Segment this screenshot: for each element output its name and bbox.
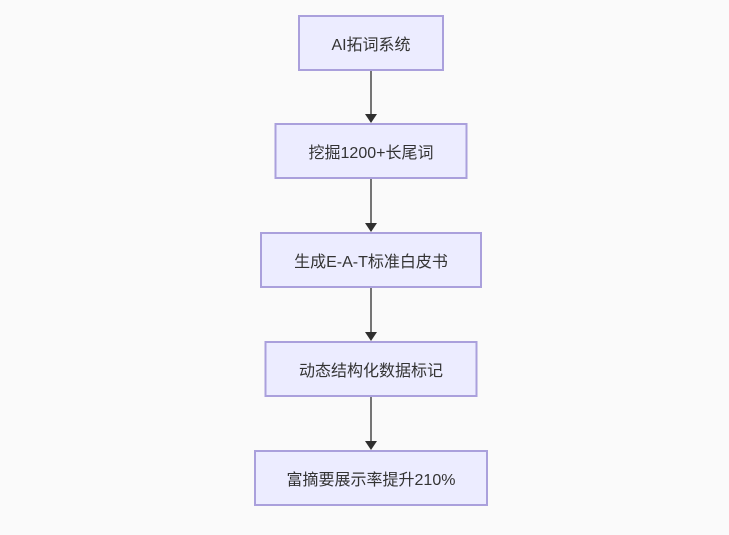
flow-node-longtail-mining: 挖掘1200+长尾词 <box>274 123 468 179</box>
flow-node-label: 富摘要展示率提升210% <box>286 472 456 489</box>
arrow-shaft <box>370 288 372 332</box>
arrow-shaft <box>370 71 372 114</box>
flow-node-structured-data-markup: 动态结构化数据标记 <box>264 341 478 397</box>
flow-node-label: AI拓词系统 <box>331 37 411 54</box>
flow-node-ai-word-expansion: AI拓词系统 <box>298 15 444 71</box>
flow-node-label: 挖掘1200+长尾词 <box>308 145 434 162</box>
flow-arrow-2 <box>364 179 378 232</box>
arrowhead-down-icon <box>365 332 377 341</box>
flow-node-label: 动态结构化数据标记 <box>298 363 443 380</box>
flow-arrow-3 <box>364 288 378 341</box>
arrow-shaft <box>370 397 372 441</box>
flow-node-label: 生成E-A-T标准白皮书 <box>294 254 448 271</box>
flow-node-rich-snippet-result: 富摘要展示率提升210% <box>254 450 488 506</box>
flow-node-eat-whitepaper: 生成E-A-T标准白皮书 <box>260 232 482 288</box>
arrowhead-down-icon <box>365 441 377 450</box>
arrowhead-down-icon <box>365 114 377 123</box>
flow-arrow-4 <box>364 397 378 450</box>
flow-arrow-1 <box>364 71 378 123</box>
arrow-shaft <box>370 179 372 223</box>
arrowhead-down-icon <box>365 223 377 232</box>
